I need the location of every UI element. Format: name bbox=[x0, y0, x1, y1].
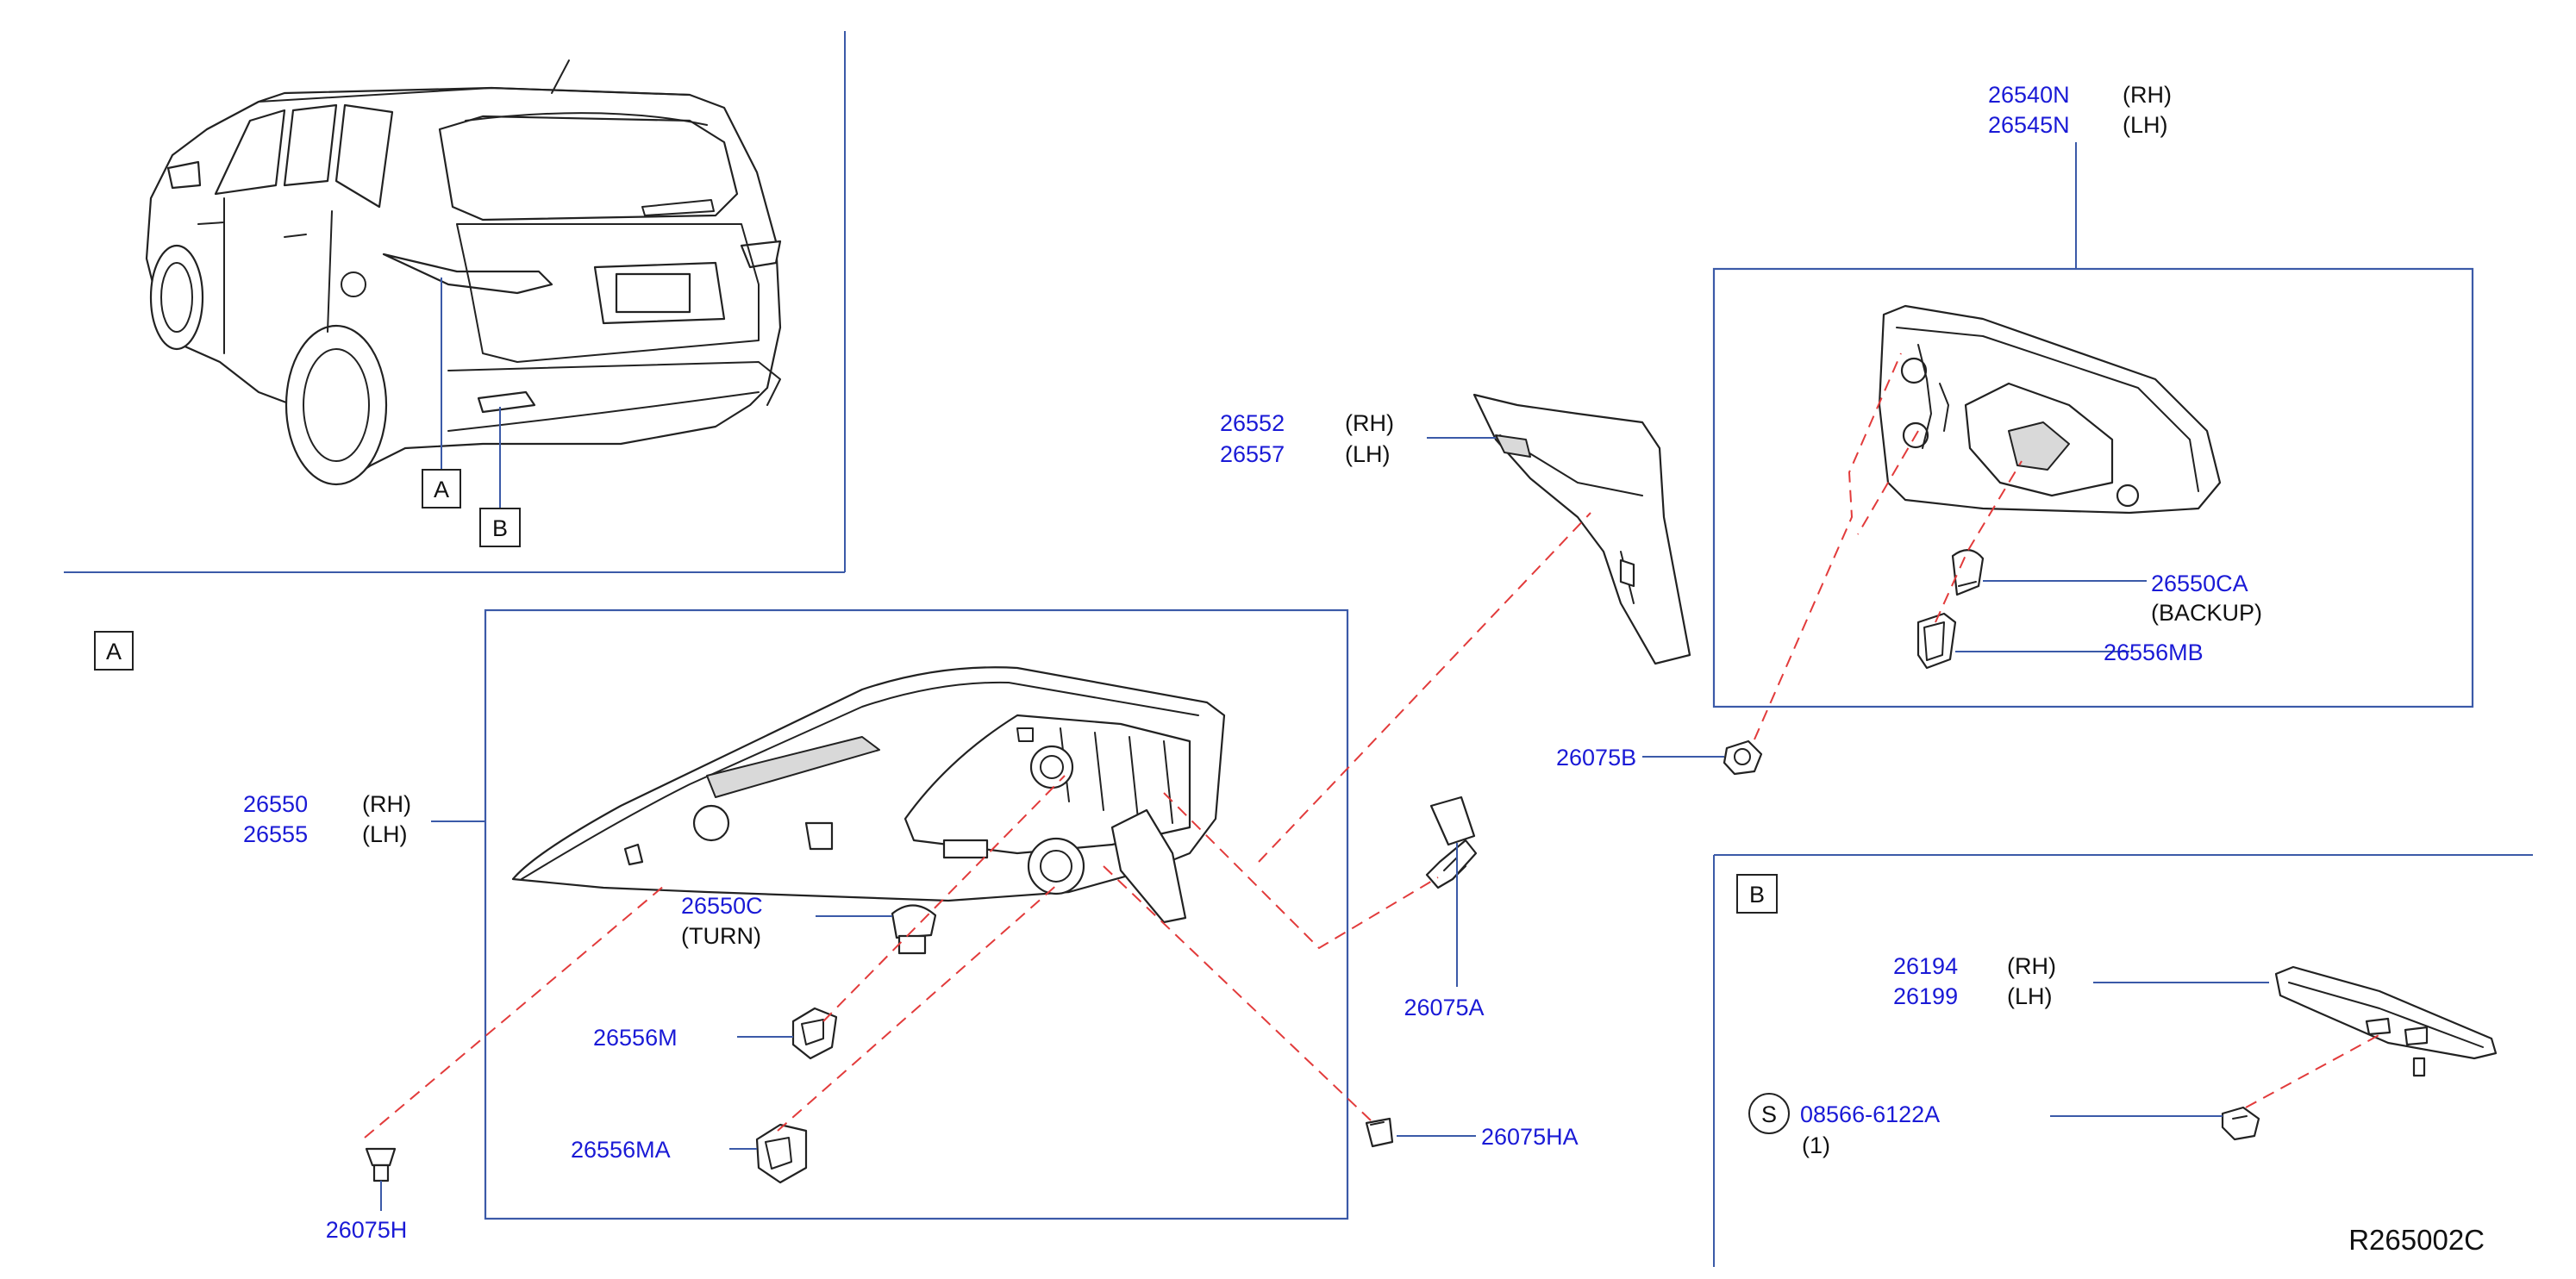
nut-b-number[interactable]: 26075B bbox=[1556, 745, 1636, 771]
combo-lamp-rh-label: (RH) bbox=[362, 791, 411, 817]
screw-number[interactable]: 08566-6122A bbox=[1800, 1101, 1940, 1127]
bolt-a-number[interactable]: 26075A bbox=[1404, 995, 1484, 1020]
turn-bulb-number[interactable]: 26550C bbox=[681, 893, 763, 919]
screw-symbol: S bbox=[1761, 1101, 1777, 1127]
lamp-bracket-callout: 26552 (RH) 26557 (LH) bbox=[1220, 410, 1394, 467]
reflex-reflector bbox=[2274, 965, 2498, 1077]
combo-lamp-rh-number[interactable]: 26550 bbox=[243, 791, 308, 817]
lamp-bracket-lh-number[interactable]: 26557 bbox=[1220, 441, 1285, 467]
combo-lamp-lh-number[interactable]: 26555 bbox=[243, 821, 308, 847]
assembly-lines bbox=[364, 353, 2385, 1139]
screw-qty: (1) bbox=[1802, 1132, 1830, 1158]
lamp-bracket bbox=[1472, 393, 1691, 665]
view-a-marker-box bbox=[422, 469, 461, 508]
socket-m-number[interactable]: 26556M bbox=[593, 1025, 678, 1051]
reflex-rh-number[interactable]: 26194 bbox=[1893, 953, 1958, 979]
combo-lamp-frame bbox=[484, 608, 1349, 1220]
backup-socket-number[interactable]: 26556MB bbox=[2104, 640, 2204, 665]
section-b-label: B bbox=[1749, 882, 1765, 908]
nut-b bbox=[1723, 739, 1763, 776]
section-a-label: A bbox=[106, 639, 122, 664]
backup-bulb-number[interactable]: 26550CA bbox=[2151, 571, 2248, 596]
bolt-a bbox=[1425, 795, 1478, 889]
view-a-marker: A bbox=[434, 477, 449, 502]
gate-lamp-callout: 26540N (RH) 26545N (LH) bbox=[1988, 82, 2172, 138]
section-b bbox=[1713, 854, 2533, 1267]
gate-lamp-rh-number[interactable]: 26540N bbox=[1988, 82, 2070, 108]
backup-bulb bbox=[1951, 549, 1985, 596]
combo-lamp-callout: 26550 (RH) 26555 (LH) bbox=[243, 791, 411, 847]
socket-ma bbox=[755, 1123, 808, 1184]
section-a-box bbox=[94, 631, 134, 671]
socket-m bbox=[791, 1007, 838, 1060]
backup-socket bbox=[1916, 612, 1957, 670]
view-b-marker: B bbox=[492, 515, 508, 541]
view-b-marker-box bbox=[479, 508, 521, 547]
lamp-bracket-rh-label: (RH) bbox=[1345, 410, 1394, 436]
diagram-code: R265002C bbox=[2348, 1224, 2485, 1256]
gate-lamp bbox=[1878, 304, 2222, 515]
gate-lamp-frame bbox=[1712, 267, 2474, 708]
turn-bulb-note: (TURN) bbox=[681, 923, 761, 949]
lamp-bracket-lh-label: (LH) bbox=[1345, 441, 1391, 467]
lamp-bracket-rh-number[interactable]: 26552 bbox=[1220, 410, 1285, 436]
section-b-box bbox=[1736, 874, 1778, 914]
clip-ha-number[interactable]: 26075HA bbox=[1481, 1124, 1579, 1150]
reflex-callout: 26194 (RH) 26199 (LH) bbox=[1893, 953, 2056, 1009]
clip-h bbox=[365, 1147, 397, 1182]
gate-lamp-lh-number[interactable]: 26545N bbox=[1988, 112, 2070, 138]
reflex-lh-number[interactable]: 26199 bbox=[1893, 983, 1958, 1009]
clip-ha bbox=[1365, 1117, 1394, 1148]
reflex-rh-label: (RH) bbox=[2007, 953, 2056, 979]
clip-h-number[interactable]: 26075H bbox=[326, 1217, 408, 1243]
vehicle-overview: A B bbox=[64, 31, 846, 573]
backup-bulb-note: (BACKUP) bbox=[2151, 600, 2262, 626]
screw bbox=[2221, 1106, 2260, 1141]
gate-lamp-lh-label: (LH) bbox=[2123, 112, 2168, 138]
suv-rear-illustration bbox=[145, 59, 782, 486]
reflex-lh-label: (LH) bbox=[2007, 983, 2053, 1009]
gate-lamp-rh-label: (RH) bbox=[2123, 82, 2172, 108]
screw-symbol-circle bbox=[1748, 1093, 1790, 1134]
rear-combination-lamp bbox=[511, 666, 1226, 924]
combo-lamp-lh-label: (LH) bbox=[362, 821, 408, 847]
socket-ma-number[interactable]: 26556MA bbox=[571, 1137, 671, 1163]
